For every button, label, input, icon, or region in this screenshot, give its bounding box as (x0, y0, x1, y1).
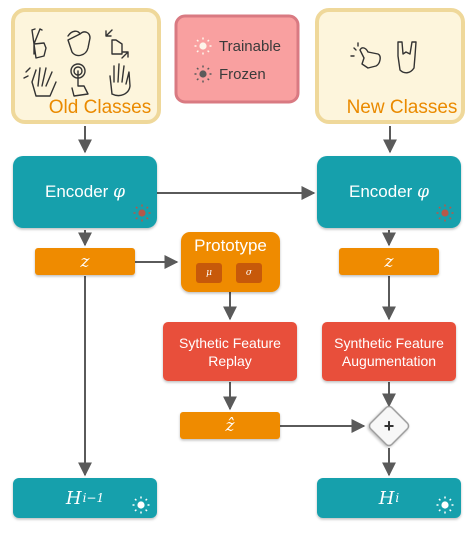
old-classes-gesture-icons (23, 28, 131, 97)
old-classes-panel (11, 8, 161, 124)
legend-frozen-label: Frozen (219, 65, 266, 83)
rock-hand-icon (397, 41, 417, 74)
zhat-label: ẑ (225, 415, 235, 436)
connectors (78, 126, 397, 477)
new-classes-title: New Classes (346, 97, 458, 118)
new-z-box (339, 248, 439, 275)
new-classes-panel (315, 8, 465, 124)
snap-hand-icon (350, 42, 381, 69)
old-head-trainable-icon (132, 496, 150, 514)
old-z-label: z (80, 251, 90, 272)
old-head-symbol: H (65, 487, 82, 509)
plus-label: + (383, 415, 395, 436)
new-encoder-label: Encoder φ (317, 180, 461, 204)
augmentation-box (322, 322, 456, 381)
old-head-subscript: i−1 (82, 491, 105, 505)
replay-label: Sythetic Feature Replay (163, 322, 297, 381)
old-head-box (13, 478, 157, 518)
new-classes-gesture-icons (350, 41, 417, 74)
replay-line-1: Sythetic Feature (179, 334, 281, 351)
prototype-mu-chip (196, 263, 222, 283)
new-head-box (317, 478, 461, 518)
prototype-sigma-label: σ (245, 268, 253, 278)
new-head-symbol: H (378, 487, 395, 509)
legend-box (174, 14, 300, 104)
tap-finger-icon (70, 63, 89, 97)
zhat-box (180, 412, 280, 439)
prototype-mu-label: μ (206, 268, 212, 278)
prototype-title: Prototype (194, 236, 267, 255)
peace-hand-icon (31, 28, 47, 59)
new-encoder-frozen-icon (436, 204, 454, 222)
new-head-subscript: i (395, 491, 400, 505)
trainable-sun-icon (194, 37, 212, 55)
old-classes-title: Old Classes (48, 97, 152, 118)
augmentation-label: Synthetic Feature Augumentation (322, 322, 456, 381)
plus-node (368, 405, 410, 447)
augmentation-line-2: Augumentation (341, 352, 437, 369)
new-encoder-text: Encoder (349, 182, 413, 201)
old-z-box (35, 248, 135, 275)
swipe-hand-icon (23, 67, 57, 97)
new-z-label: z (384, 251, 394, 272)
old-encoder-label: Encoder φ (13, 180, 157, 204)
palm-hand-icon (109, 63, 131, 97)
legend-trainable-label: Trainable (219, 37, 281, 55)
replay-box (163, 322, 297, 381)
replay-line-2: Replay (208, 352, 252, 369)
new-encoder-symbol: φ (417, 182, 429, 202)
pinch-hand-icon (67, 30, 91, 57)
augmentation-line-1: Synthetic Feature (334, 334, 444, 351)
new-head-trainable-icon (436, 496, 454, 514)
new-encoder-box (317, 156, 461, 228)
prototype-sigma-chip (236, 263, 262, 283)
old-encoder-frozen-icon (133, 204, 151, 222)
old-encoder-box (13, 156, 157, 228)
zoom-hand-icon (105, 29, 129, 59)
old-encoder-text: Encoder (45, 182, 109, 201)
frozen-sun-icon (194, 65, 212, 83)
old-encoder-symbol: φ (113, 182, 125, 202)
